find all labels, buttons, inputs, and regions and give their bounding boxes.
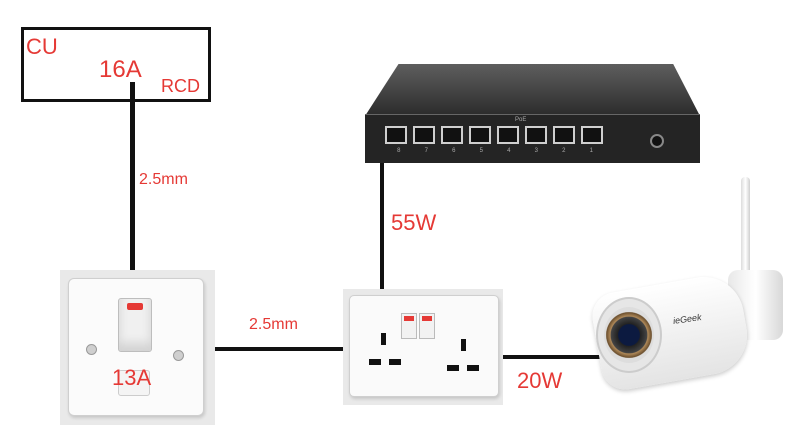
wire-socket-to-camera [470, 355, 620, 359]
switch-rocker [118, 298, 152, 352]
double-socket-faceplate [349, 295, 499, 397]
poe-switch-photo: 8 7 6 5 4 3 2 1 PoE [365, 62, 710, 172]
switch-right-indicator [422, 316, 432, 321]
socket-right-neutral-pin [467, 365, 479, 371]
switch-on-indicator [127, 303, 143, 310]
consumer-unit-box [21, 27, 211, 102]
port-number-row: 8 7 6 5 4 3 2 1 [385, 148, 605, 154]
port-number-3: 3 [534, 148, 538, 154]
double-socket-photo [343, 289, 503, 405]
camera-antenna [741, 177, 750, 289]
ethernet-port-3 [525, 126, 547, 144]
ip-camera-photo: ieGeek [578, 175, 800, 400]
ethernet-port-7 [413, 126, 435, 144]
ethernet-port-8 [385, 126, 407, 144]
ethernet-port-4 [497, 126, 519, 144]
switch-left-indicator [404, 316, 414, 321]
socket-left-live-pin [369, 359, 381, 365]
rcd-label: RCD [161, 76, 200, 96]
camera-power: 20W [517, 368, 563, 393]
cable-size-spur-socket: 2.5mm [249, 316, 298, 333]
power-jack-icon [650, 134, 664, 148]
ethernet-port-5 [469, 126, 491, 144]
port-number-5: 5 [479, 148, 483, 154]
poe-panel-label: PoE [515, 117, 527, 123]
ethernet-port-2 [553, 126, 575, 144]
fused-spur-rating: 13A [112, 365, 152, 390]
socket-left-earth-pin [381, 333, 386, 345]
port-number-2: 2 [562, 148, 566, 154]
poe-switch-power: 55W [391, 210, 437, 235]
poe-switch-ports [385, 126, 605, 152]
cable-size-cu-spur: 2.5mm [139, 171, 188, 188]
fused-spur-photo: 13A [60, 270, 215, 425]
socket-switch-left [401, 313, 417, 339]
port-number-6: 6 [452, 148, 456, 154]
wire-cu-to-spur [130, 82, 135, 270]
port-number-8: 8 [397, 148, 401, 154]
wire-switch-to-socket [380, 160, 384, 360]
poe-switch-top [365, 64, 700, 116]
socket-right-earth-pin [461, 339, 466, 351]
screw-right-icon [173, 350, 184, 361]
consumer-unit-rating: 16A [99, 56, 142, 83]
socket-left-neutral-pin [389, 359, 401, 365]
port-number-4: 4 [507, 148, 511, 154]
port-number-7: 7 [424, 148, 428, 154]
ethernet-port-1 [581, 126, 603, 144]
port-number-1: 1 [589, 148, 593, 154]
socket-switch-right [419, 313, 435, 339]
screw-left-icon [86, 344, 97, 355]
ir-led-ring-icon [604, 307, 654, 363]
wire-spur-to-socket [210, 347, 350, 351]
socket-right-live-pin [447, 365, 459, 371]
consumer-unit-label: CU [26, 34, 58, 59]
ethernet-port-6 [441, 126, 463, 144]
fuse-holder [118, 370, 150, 396]
camera-lens-ring [596, 297, 662, 373]
